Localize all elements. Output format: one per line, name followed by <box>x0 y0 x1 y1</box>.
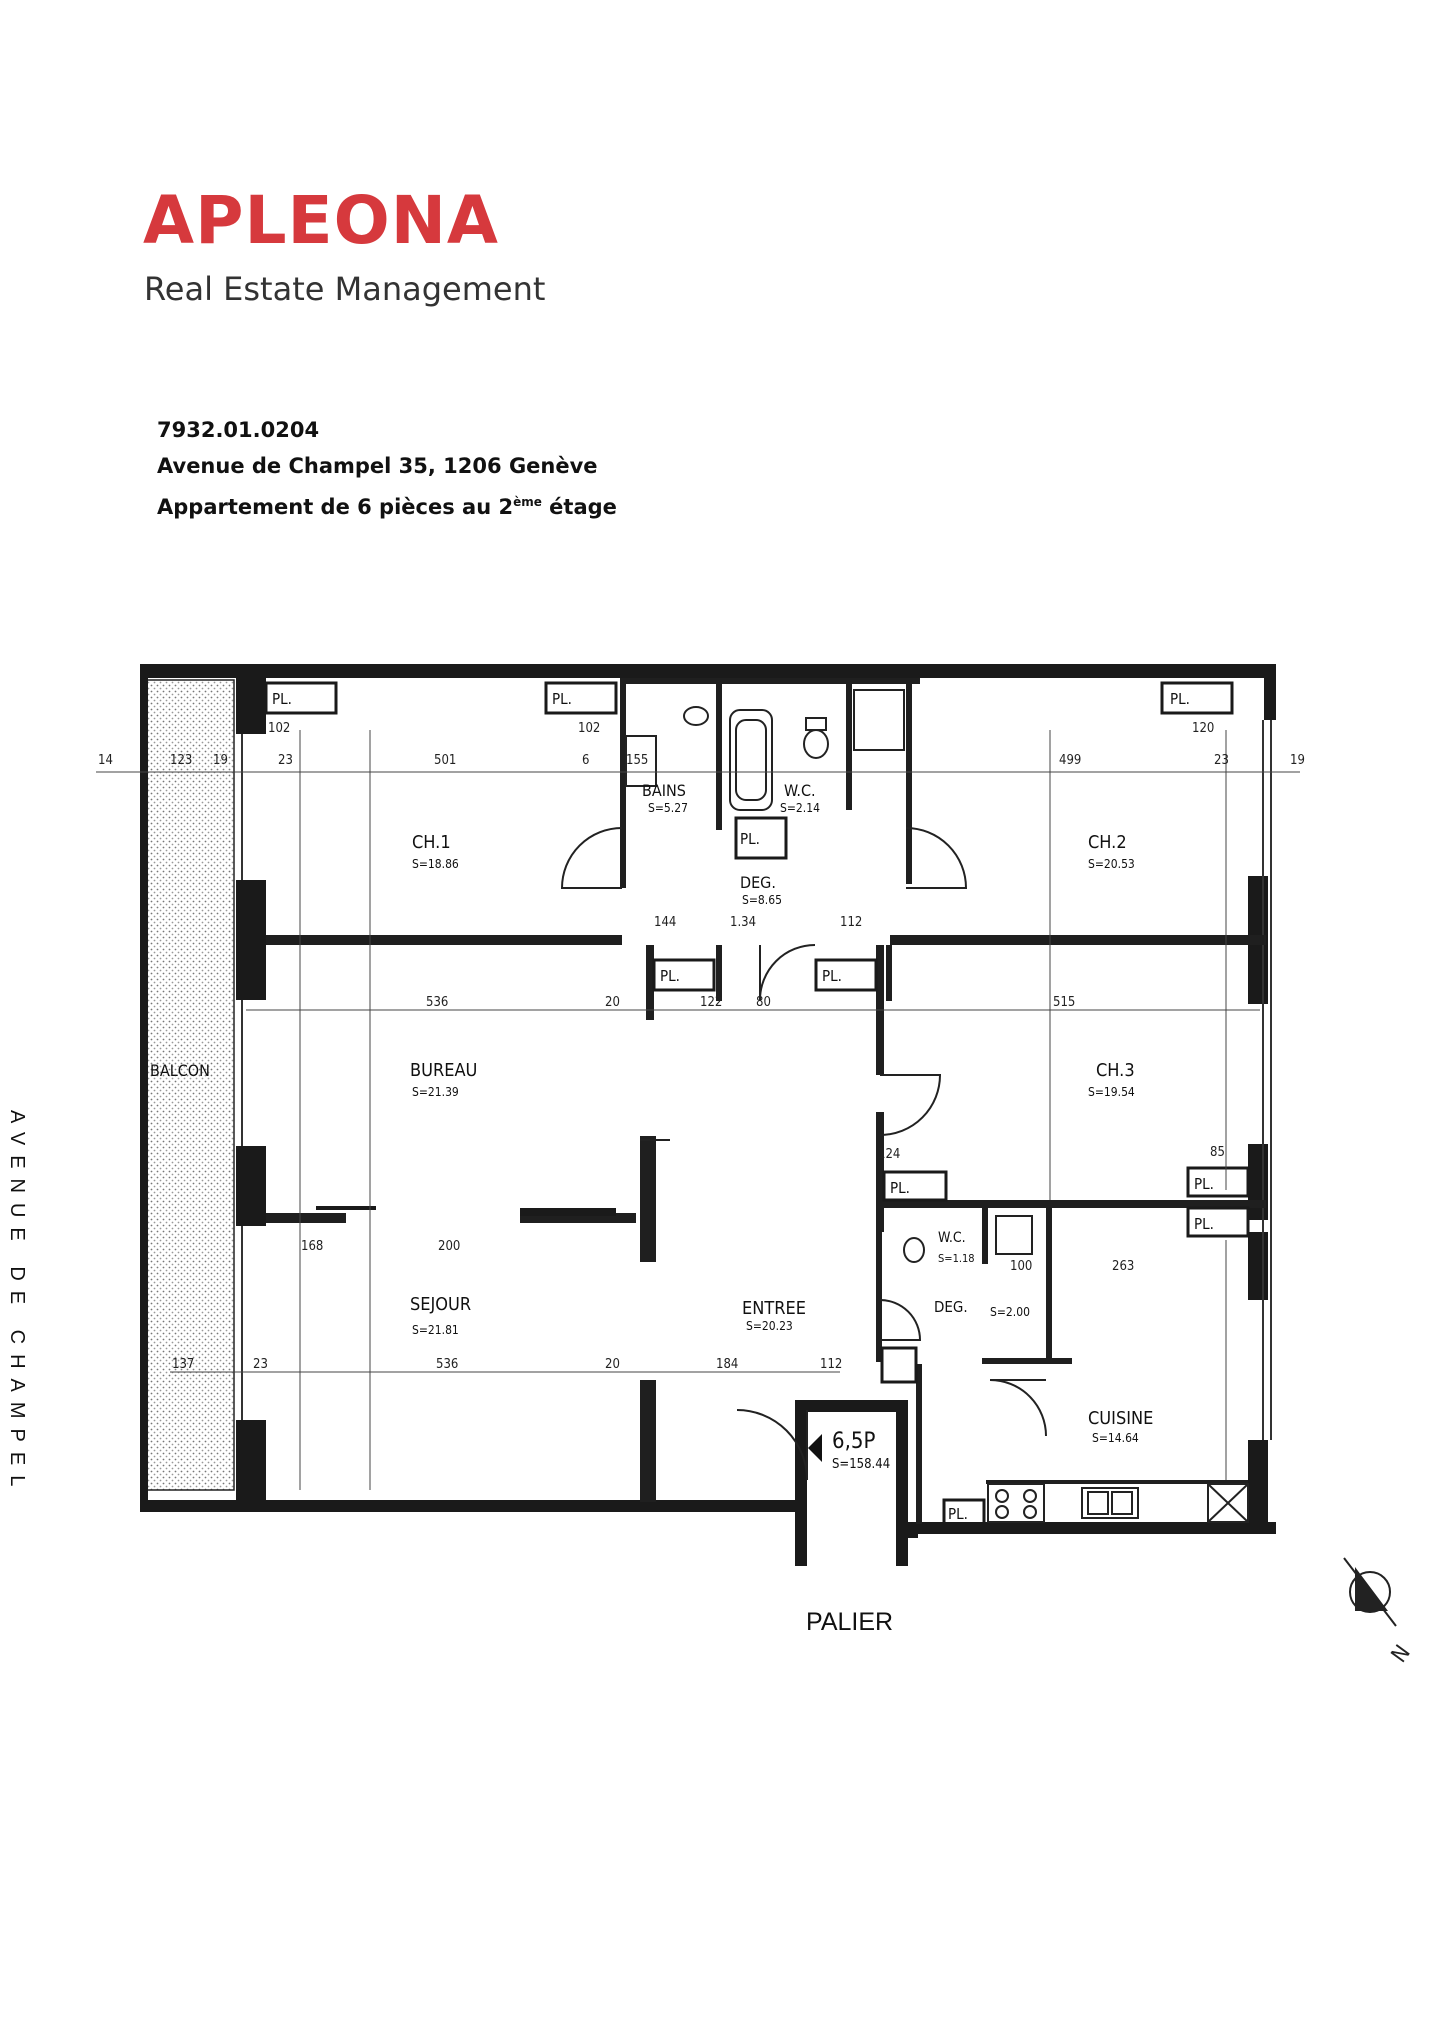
dimension-lines <box>96 730 1300 1490</box>
svg-text:263: 263 <box>1112 1259 1134 1274</box>
svg-text:23: 23 <box>278 753 293 768</box>
cupboard-label: PL. <box>660 967 680 985</box>
room-name: BALCON <box>150 1061 210 1080</box>
svg-text:20: 20 <box>605 995 620 1010</box>
svg-text:184: 184 <box>716 1357 738 1372</box>
room-name: BAINS <box>642 781 686 800</box>
svg-text:100: 100 <box>1010 1259 1032 1274</box>
balcony-hatch <box>145 679 235 1491</box>
svg-text:120: 120 <box>1192 721 1214 736</box>
room-name: SEJOUR <box>410 1294 471 1315</box>
listing-reference: 7932.01.0204 <box>157 418 320 442</box>
kitchen-fixtures <box>987 1483 1249 1523</box>
room-area: S=20.23 <box>746 1319 793 1333</box>
dimension-labels: 14 123 19 23 501 6 155 499 23 19 102 102 120 536 2… <box>98 721 1305 1372</box>
room-name: W.C. <box>784 781 816 800</box>
listing-description: Appartement de 6 pièces au 2ème étage <box>157 484 617 525</box>
description-suffix: étage <box>541 495 617 519</box>
room-name: CH.1 <box>412 832 451 853</box>
brand-name: APLEONA <box>143 182 500 259</box>
listing-info: 7932.01.0204 Avenue de Champel 35, 1206 … <box>157 412 617 525</box>
svg-text:19: 19 <box>1290 753 1305 768</box>
svg-text:200: 200 <box>438 1239 460 1254</box>
svg-text:85: 85 <box>1210 1145 1225 1160</box>
room-area: S=19.54 <box>1088 1085 1135 1099</box>
cupboard-label: PL. <box>272 690 292 708</box>
svg-text:515: 515 <box>1053 995 1075 1010</box>
summary-area: S=158.44 <box>832 1457 890 1472</box>
room-name: W.C. <box>938 1230 966 1246</box>
room-area: S=2.14 <box>780 801 820 815</box>
outer-walls <box>140 664 1276 1566</box>
svg-text:144: 144 <box>654 915 676 930</box>
cupboard-label: PL. <box>948 1505 968 1523</box>
svg-text:20: 20 <box>605 1357 620 1372</box>
room-name: DEG. <box>934 1298 968 1316</box>
cupboard-label: PL. <box>822 967 842 985</box>
cupboard-label: PL. <box>1194 1175 1214 1193</box>
room-area: S=2.00 <box>990 1305 1030 1319</box>
cupboard-label: PL. <box>890 1179 910 1197</box>
svg-text:14: 14 <box>98 753 113 768</box>
cupboard-label: PL. <box>1170 690 1190 708</box>
svg-text:6: 6 <box>582 753 589 768</box>
room-area: S=21.81 <box>412 1323 459 1337</box>
room-name: ENTREE <box>742 1298 806 1319</box>
room-name: DEG. <box>740 873 776 892</box>
svg-text:168: 168 <box>301 1239 323 1254</box>
svg-text:124: 124 <box>878 1147 900 1162</box>
svg-text:23: 23 <box>253 1357 268 1372</box>
room-name: BUREAU <box>410 1060 477 1081</box>
room-area: S=21.39 <box>412 1085 459 1099</box>
cupboards <box>264 681 1250 1528</box>
description-sup: ème <box>513 495 542 509</box>
cupboard-label: PL. <box>740 830 760 848</box>
svg-text:80: 80 <box>756 995 771 1010</box>
svg-text:536: 536 <box>426 995 448 1010</box>
svg-text:536: 536 <box>436 1357 458 1372</box>
svg-text:23: 23 <box>1214 753 1229 768</box>
landing-label: PALIER <box>806 1608 894 1636</box>
room-area: S=20.53 <box>1088 857 1135 871</box>
svg-text:499: 499 <box>1059 753 1081 768</box>
cupboard-label: PL. <box>1194 1215 1214 1233</box>
room-name: CH.2 <box>1088 832 1127 853</box>
bathroom-fixtures <box>625 689 1033 1263</box>
room-name: CUISINE <box>1088 1408 1153 1429</box>
svg-text:N: N <box>1387 1641 1416 1668</box>
svg-text:102: 102 <box>268 721 290 736</box>
brand-tagline: Real Estate Management <box>144 270 546 308</box>
svg-text:501: 501 <box>434 753 456 768</box>
room-area: S=18.86 <box>412 857 459 871</box>
sliding-partitions <box>316 1206 616 1216</box>
svg-text:122: 122 <box>700 995 722 1010</box>
doors <box>560 827 1047 1481</box>
room-area: S=5.27 <box>648 801 688 815</box>
svg-text:102: 102 <box>578 721 600 736</box>
cupboard-label: PL. <box>552 690 572 708</box>
room-name: CH.3 <box>1096 1060 1135 1081</box>
svg-text:112: 112 <box>820 1357 842 1372</box>
svg-text:112: 112 <box>840 915 862 930</box>
description-prefix: Appartement de 6 pièces au 2 <box>157 495 514 519</box>
summary-rooms: 6,5P <box>832 1429 875 1454</box>
interior-walls <box>266 678 1266 1524</box>
svg-text:137: 137 <box>172 1357 194 1372</box>
apartment-summary: 6,5P S=158.44 <box>808 1429 890 1472</box>
room-labels: CH.1 S=18.86 BAINS S=5.27 W.C. S=2.14 DE… <box>150 781 1153 1445</box>
room-area: S=14.64 <box>1092 1431 1139 1445</box>
north-arrow-icon: N <box>1343 1557 1416 1668</box>
svg-text:1.34: 1.34 <box>730 915 756 930</box>
cupboard-labels: PL. PL. PL. PL. PL. PL. PL. PL. PL. PL. <box>272 690 1214 1523</box>
room-area: S=8.65 <box>742 893 782 907</box>
svg-text:19: 19 <box>213 753 228 768</box>
room-area: S=1.18 <box>938 1252 975 1265</box>
svg-text:123: 123 <box>170 753 192 768</box>
svg-text:155: 155 <box>626 753 648 768</box>
listing-address: Avenue de Champel 35, 1206 Genève <box>157 454 598 478</box>
